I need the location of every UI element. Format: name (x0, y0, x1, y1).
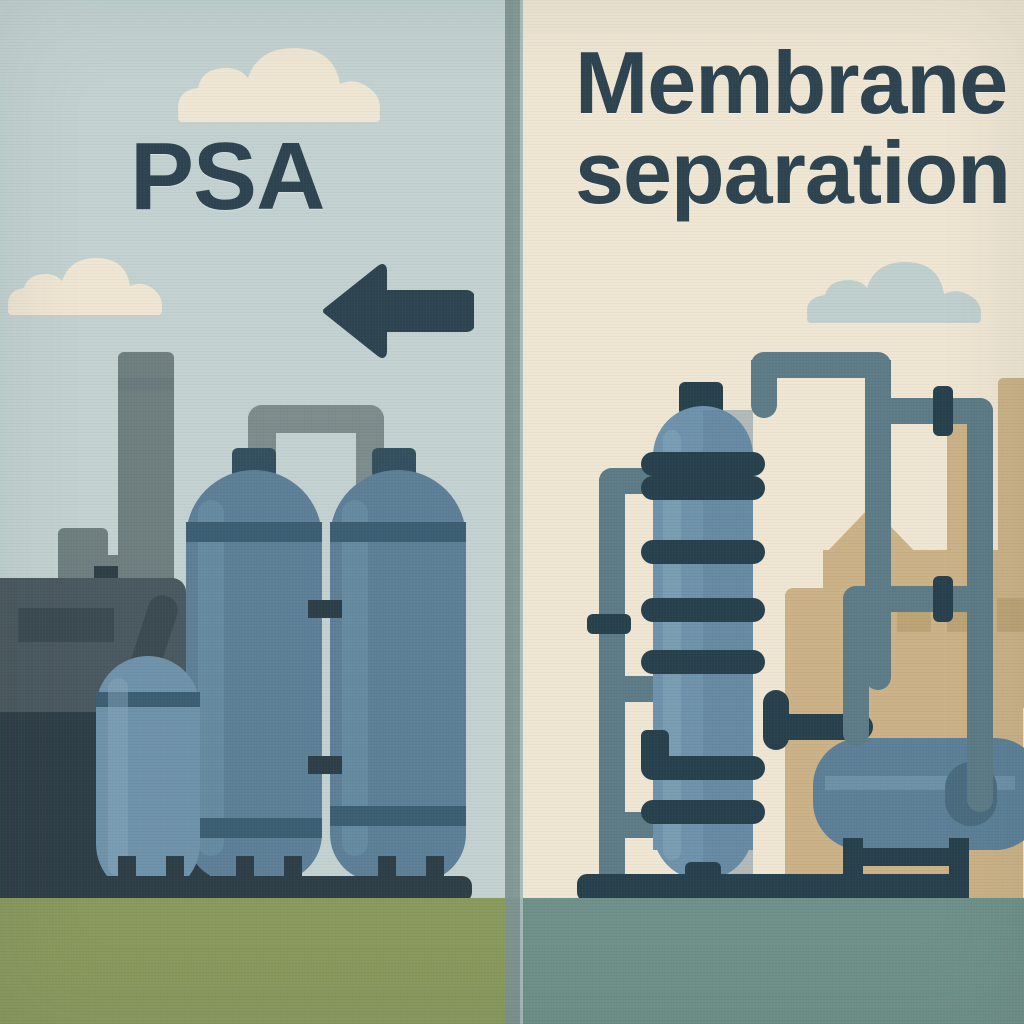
plant-building-window (18, 608, 114, 642)
adsorber-vessel-b-band-bottom (330, 806, 466, 826)
vessel-interconnect-lower (308, 756, 342, 774)
skid-leg (426, 856, 444, 886)
membrane-band (641, 800, 765, 824)
left-bypass-valve (587, 614, 631, 634)
membrane-band (641, 540, 765, 564)
factory-annex (785, 588, 829, 902)
column-to-separator-elbow (763, 690, 789, 750)
center-divider (505, 0, 523, 1024)
return-valve-lower (933, 576, 953, 622)
page-title-right-line2: separation (575, 122, 1011, 222)
ground-left (0, 898, 513, 1024)
adsorber-vessel-b-band-top (330, 522, 466, 542)
skid-leg (118, 856, 136, 886)
right-panel-membrane: Membrane separation (513, 0, 1024, 1024)
return-riser-outer (967, 398, 993, 798)
cloud-icon (2, 250, 178, 325)
smokestack-band (118, 378, 174, 390)
skid-leg (284, 856, 302, 886)
cloud-icon (803, 252, 999, 333)
arrow-left-icon (322, 262, 475, 360)
skid-base (86, 876, 472, 902)
vessel-interconnect-upper (308, 600, 342, 618)
page-title-right-line1: Membrane (575, 33, 1008, 132)
cloud-icon (168, 34, 400, 131)
membrane-band (641, 650, 765, 674)
factory-window (997, 598, 1024, 632)
membrane-band (641, 598, 765, 622)
skid-leg (378, 856, 396, 886)
adsorber-vessel-a-highlight (198, 500, 224, 856)
return-valve-upper (933, 386, 953, 436)
return-riser-inner (843, 586, 869, 746)
page-title-left: PSA (130, 123, 325, 230)
adsorber-vessel-a-band-bottom (186, 818, 322, 838)
ground-right (513, 898, 1024, 1024)
adsorber-vessel-a-band-top (186, 522, 322, 542)
adsorber-vessel-b-highlight (342, 500, 368, 856)
separator-cross-brace (843, 848, 969, 866)
column-top-pipe-down (751, 360, 777, 418)
page-title-right: Membrane separation (575, 38, 1015, 218)
membrane-band (641, 476, 765, 500)
return-downcomer (967, 772, 993, 812)
skid-leg (166, 856, 184, 886)
left-panel-psa: PSA (0, 0, 513, 1024)
membrane-side-nozzle (641, 730, 669, 772)
factory-roof (823, 506, 983, 556)
support-frame (577, 874, 967, 902)
small-buffer-tank-highlight (108, 678, 128, 876)
skid-leg (236, 856, 254, 886)
membrane-band (641, 452, 765, 476)
